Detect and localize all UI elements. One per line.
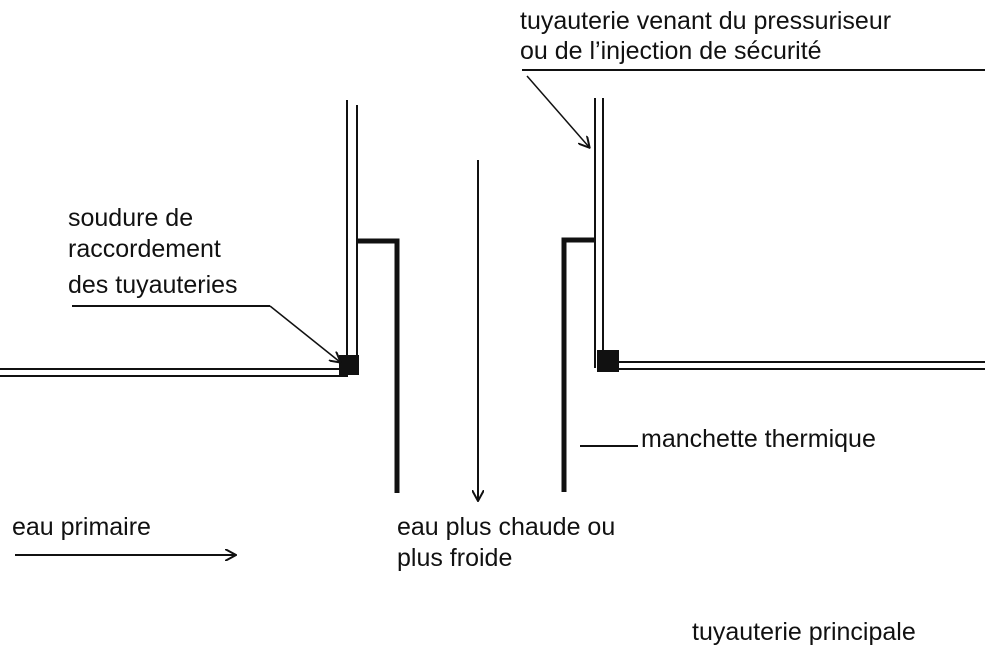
thermal-sleeve-label: manchette thermique	[641, 425, 876, 453]
hot-cold-water-label-line1: eau plus chaude ou	[397, 513, 616, 541]
weld-joint-right	[597, 350, 619, 372]
weld-label-line3: des tuyauteries	[68, 271, 238, 299]
thermal-sleeve-left	[357, 238, 400, 493]
injection-leader-arrow	[526, 75, 589, 147]
weld-label-line1: soudure de	[68, 204, 194, 232]
main-pipe-wall-right	[607, 361, 985, 370]
branch-pipe-wall-left	[346, 100, 358, 368]
main-pipe-wall-left	[0, 368, 348, 377]
weld-label-line2: raccordement	[68, 235, 221, 263]
weld-leader-arrow	[269, 305, 340, 362]
branch-pipe-wall-right	[594, 98, 604, 368]
primary-water-label: eau primaire	[12, 513, 151, 541]
hot-cold-water-label-line2: plus froide	[397, 544, 513, 572]
weld-joint-left	[339, 355, 359, 375]
injection-pipe-label-line2: ou de l’injection de sécurité	[520, 37, 822, 65]
main-pipe-label: tuyauterie principale	[692, 618, 916, 646]
injection-pipe-label-line1: tuyauterie venant du pressuriseur	[520, 7, 892, 35]
thermal-sleeve-right	[561, 237, 596, 492]
